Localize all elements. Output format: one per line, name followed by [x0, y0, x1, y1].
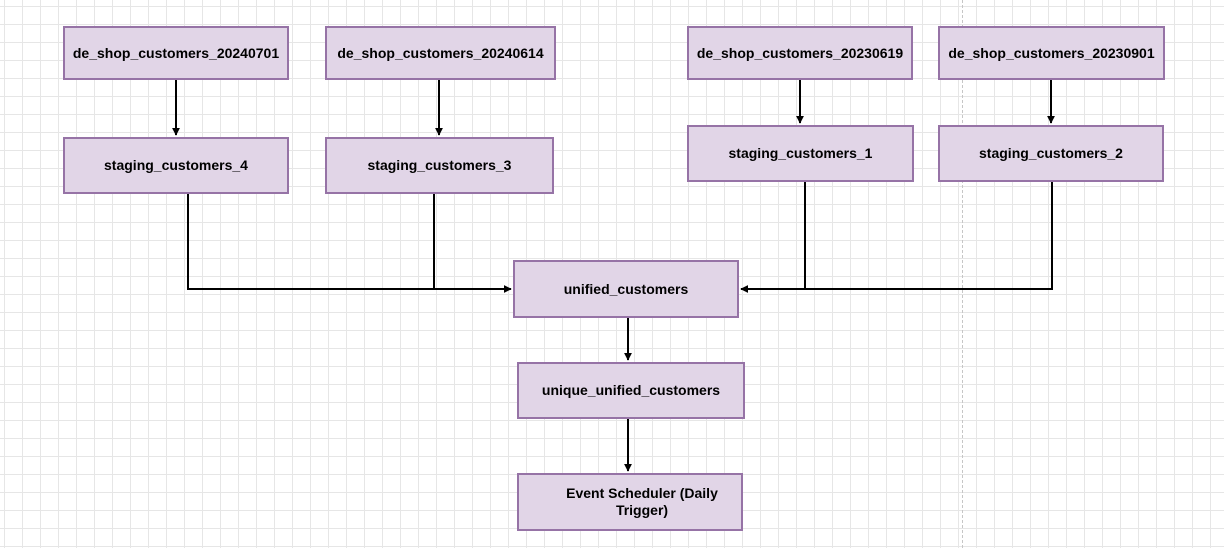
node-staging-customers-3[interactable]: staging_customers_3 [325, 137, 554, 194]
node-de-shop-customers-20230619[interactable]: de_shop_customers_20230619 [687, 26, 913, 80]
edge-staging-2-to-unified [740, 182, 1053, 293]
node-label: staging_customers_2 [979, 145, 1123, 161]
node-unified-customers[interactable]: unified_customers [513, 260, 739, 318]
node-label: de_shop_customers_20230901 [948, 44, 1155, 61]
node-de-shop-customers-20230901[interactable]: de_shop_customers_20230901 [938, 26, 1165, 80]
node-label: de_shop_customers_20230619 [696, 44, 904, 61]
node-label: de_shop_customers_20240614 [337, 44, 544, 61]
node-label: de_shop_customers_20240701 [72, 44, 280, 61]
node-label: staging_customers_1 [728, 145, 873, 161]
node-label: staging_customers_4 [104, 157, 248, 173]
node-unique-unified-customers[interactable]: unique_unified_customers [517, 362, 745, 419]
node-label: staging_customers_3 [367, 157, 512, 173]
node-de-shop-customers-20240701[interactable]: de_shop_customers_20240701 [63, 26, 289, 80]
node-label: unique_unified_customers [541, 382, 721, 398]
node-de-shop-customers-20240614[interactable]: de_shop_customers_20240614 [325, 26, 556, 80]
node-staging-customers-2[interactable]: staging_customers_2 [938, 125, 1164, 182]
node-label: unified_customers [563, 280, 689, 297]
page-break-divider [962, 0, 963, 548]
node-event-scheduler[interactable]: Event Scheduler (Daily Trigger) [517, 473, 743, 531]
node-staging-customers-4[interactable]: staging_customers_4 [63, 137, 289, 194]
edge-staging-4-to-unified [187, 194, 512, 293]
node-label: Event Scheduler (Daily Trigger) [566, 485, 718, 518]
node-staging-customers-1[interactable]: staging_customers_1 [687, 125, 914, 182]
